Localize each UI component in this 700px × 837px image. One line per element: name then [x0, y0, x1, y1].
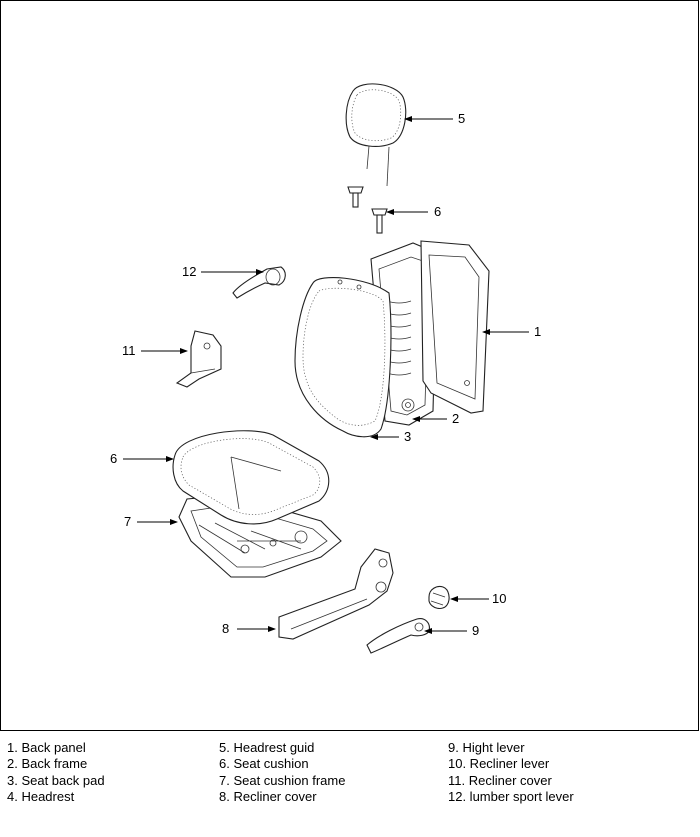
legend-item: 7. Seat cushion frame — [219, 772, 346, 788]
legend-column-3: 9. Hight lever 10. Recliner lever 11. Re… — [448, 740, 574, 805]
legend-item: 2. Back frame — [7, 756, 88, 772]
legend-item: 9. Hight lever — [448, 740, 525, 755]
callout-1: 1 — [534, 324, 542, 339]
callout-8: 8 — [222, 621, 230, 636]
legend-item: 6. Seat cushion — [219, 756, 309, 772]
legend-item: 10. Recliner lever — [448, 756, 550, 772]
callout-10: 10 — [492, 591, 507, 606]
callout-2: 2 — [452, 411, 460, 426]
recliner-cover-large — [278, 548, 394, 640]
callout-5: 5 — [458, 111, 466, 126]
seat-cushion — [172, 430, 330, 525]
callout-6-upper: 6 — [434, 204, 442, 219]
callout-3: 3 — [404, 429, 412, 444]
legend-item: 1. Back panel — [7, 740, 86, 755]
recliner-lever — [428, 585, 450, 610]
callout-12: 12 — [182, 264, 197, 279]
headrest-guides — [347, 186, 388, 234]
callout-9: 9 — [472, 623, 480, 638]
legend-item: 12. lumber sport lever — [448, 788, 574, 804]
lumbar-support-lever — [232, 266, 286, 299]
callout-7: 7 — [124, 514, 132, 529]
legend-column-2: 5. Headrest guid 6. Seat cushion 7. Seat… — [219, 740, 345, 805]
height-lever — [366, 618, 430, 654]
legend-item: 8. Recliner cover — [219, 788, 317, 804]
legend-item: 4. Headrest — [7, 788, 75, 804]
back-panel — [420, 240, 490, 414]
legend-item: 5. Headrest guid — [219, 740, 315, 755]
callout-6-lower: 6 — [110, 451, 118, 466]
seat-back-pad — [294, 277, 392, 438]
headrest — [345, 83, 407, 187]
exploded-seat-diagram: 5 6 12 1 11 2 3 6 7 10 8 9 — [0, 0, 699, 731]
callout-11: 11 — [122, 343, 136, 358]
leader-lines — [123, 116, 529, 634]
legend-item: 11. Recliner cover — [448, 772, 552, 788]
legend-column-1: 1. Back panel 2. Back frame 3. Seat back… — [7, 740, 105, 805]
recliner-cover-small — [175, 330, 222, 388]
legend-item: 3. Seat back pad — [7, 772, 105, 788]
